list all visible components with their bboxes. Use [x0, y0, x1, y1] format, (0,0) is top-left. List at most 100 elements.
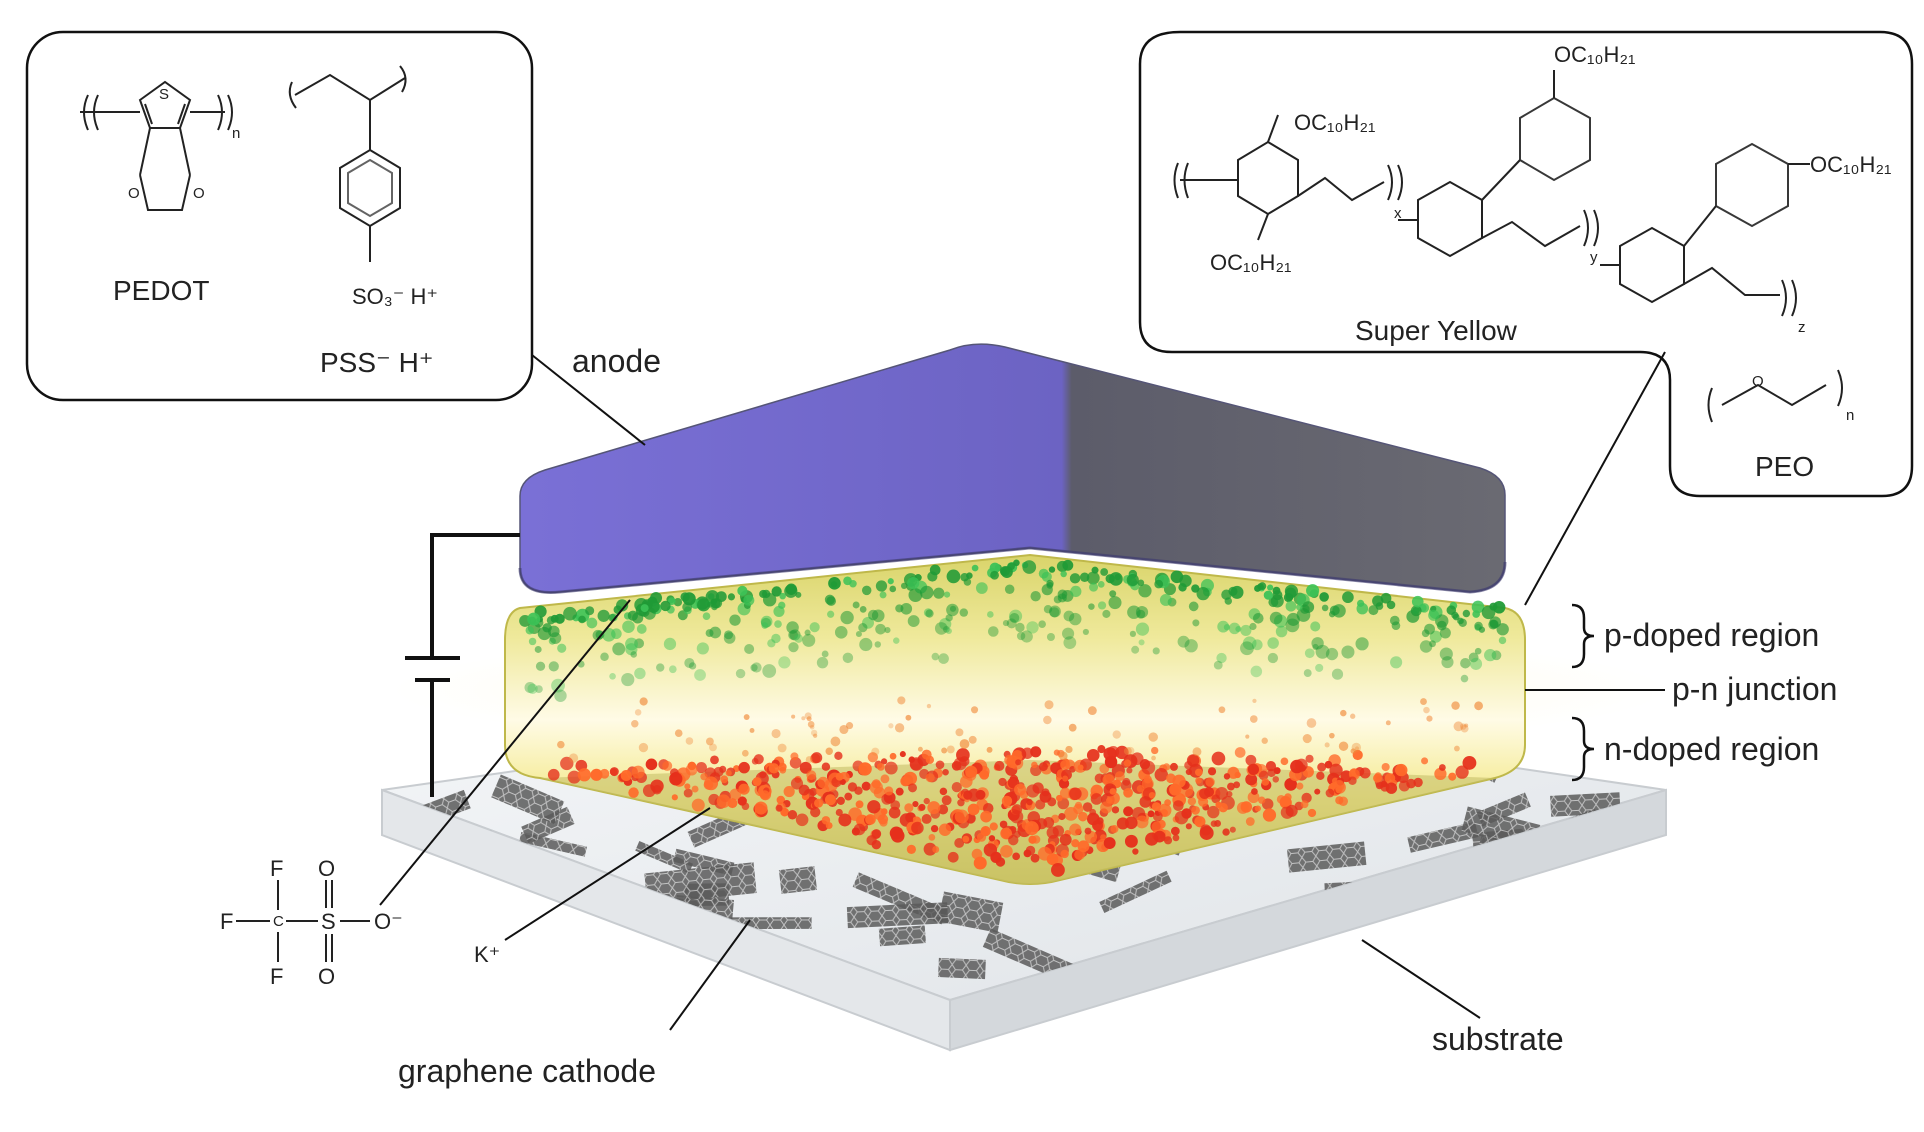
n-dopant-ion [1258, 796, 1266, 804]
n-dopant-ion [975, 789, 986, 800]
n-dopant-ion [1448, 772, 1457, 781]
n-dopant-ion [1247, 791, 1260, 804]
n-dopant-ion [807, 721, 815, 728]
p-dopant-ion [669, 665, 677, 674]
p-dopant-ion [987, 611, 994, 618]
leader-lines [379, 351, 1666, 1031]
n-dopant-ion [1112, 730, 1121, 739]
p-dopant-ion [1267, 637, 1279, 649]
n-dopant-ion [768, 763, 780, 774]
n-dopant-ion [854, 786, 863, 795]
p-dopant-ion [715, 591, 727, 603]
triflate-f-top: F [270, 856, 283, 881]
p-dopant-ion [597, 609, 610, 622]
n-dopant-ion [905, 714, 912, 721]
battery-circuit [405, 533, 520, 797]
p-dopant-ion [771, 633, 781, 644]
p-dopant-ion [887, 578, 894, 585]
p-dopant-ion [729, 614, 741, 626]
p-dopant-ion [762, 589, 771, 599]
p-dopant-ion [858, 623, 868, 633]
p-dopant-ion [1062, 559, 1074, 571]
n-dopant-ion [1086, 748, 1100, 762]
n-dopant-ion [1426, 715, 1433, 722]
p-dopant-ion [1108, 596, 1122, 610]
p-dopant-ion [1296, 608, 1311, 622]
p-dopant-ion [821, 650, 829, 658]
p-dopant-ion [1184, 639, 1198, 653]
n-dopant-ion [1215, 801, 1222, 809]
n-dopant-ion [932, 846, 940, 853]
super-yellow-structure [1173, 70, 1843, 423]
p-dopant-ion [1386, 600, 1396, 610]
n-dopant-ion [1097, 745, 1106, 754]
n-dopant-ion [1338, 741, 1349, 751]
n-dopant-ion [951, 782, 962, 793]
n-dopant-ion [990, 851, 1002, 863]
p-dopant-ion [1250, 665, 1263, 678]
p-dopant-ion [1159, 594, 1172, 606]
n-dopant-ion [1058, 812, 1066, 821]
p-dopant-ion [1228, 622, 1241, 635]
n-dopant-ion [1086, 812, 1100, 826]
n-dopant-ion [1111, 806, 1120, 814]
p-dopant-ion [625, 637, 638, 651]
n-dopant-ion [904, 803, 914, 813]
super-yellow-name: Super Yellow [1355, 315, 1518, 346]
n-dopant-ion [1261, 778, 1270, 786]
n-dopant-ion [889, 752, 897, 760]
p-dopant-ion [1063, 636, 1077, 649]
n-dopant-ion [1329, 732, 1335, 739]
n-dopant-ion [790, 777, 804, 790]
p-dopant-ion [609, 672, 616, 680]
n-dopant-ion [1069, 823, 1082, 836]
n-dopant-ion [1205, 777, 1215, 787]
p-dopant-ion [1355, 637, 1369, 651]
graphene-flake [778, 866, 818, 894]
n-dopant-ion [638, 742, 649, 753]
p-dopant-ion [1102, 609, 1111, 618]
n-dopant-ion [900, 776, 911, 787]
left-inset-frame [25, 30, 534, 402]
p-dopant-ion [1306, 584, 1320, 598]
n-dopant-ion [639, 697, 648, 706]
pedot-o1: O [128, 185, 140, 202]
n-dopant-ion [1300, 800, 1309, 809]
p-dopant-ion [1154, 579, 1164, 589]
p-dopant-ion [971, 564, 979, 572]
p-dopant-ion [688, 662, 697, 670]
n-dopant-ion [912, 800, 919, 808]
p-dopant-ion [840, 610, 854, 625]
n-dopant-ion [1204, 786, 1215, 797]
p-dopant-ion [634, 667, 646, 680]
n-dopant-ion [1265, 760, 1277, 772]
n-dopant-ion [923, 797, 930, 805]
n-dopant-ion [1041, 788, 1050, 797]
n-dopant-ion [645, 758, 658, 771]
n-dopant-ion [844, 792, 853, 801]
anode-label: anode [572, 343, 661, 379]
n-dopant-ion [1229, 826, 1236, 833]
p-dopant-ion [1049, 607, 1060, 618]
n-dopant-ion [1359, 767, 1371, 779]
n-dopant-ion [1123, 747, 1132, 756]
p-dopant-ion [1474, 621, 1483, 631]
p-dopant-ion [1469, 657, 1483, 670]
sy-sub1: OC₁₀H₂₁ [1294, 110, 1375, 135]
p-dopant-ion [1043, 605, 1053, 614]
p-dopant-ion [1009, 612, 1020, 623]
p-dopant-ion [989, 562, 1001, 574]
n-dopant-ion [599, 768, 610, 779]
n-dopant-ion [1195, 777, 1202, 784]
n-dopant-ion [1139, 796, 1152, 808]
n-dopant-ion [897, 696, 906, 705]
n-dopant-ion [830, 736, 841, 747]
region-brackets [1571, 603, 1595, 782]
p-dopant-ion [1462, 609, 1471, 618]
p-dopant-ion [1041, 571, 1052, 582]
n-dopant-ion [775, 804, 783, 812]
n-dopant-ion [951, 760, 962, 771]
pn-junction-label: p-n junction [1672, 671, 1837, 707]
p-dopant-ion [744, 643, 755, 655]
p-dopant-ion [1270, 594, 1284, 608]
